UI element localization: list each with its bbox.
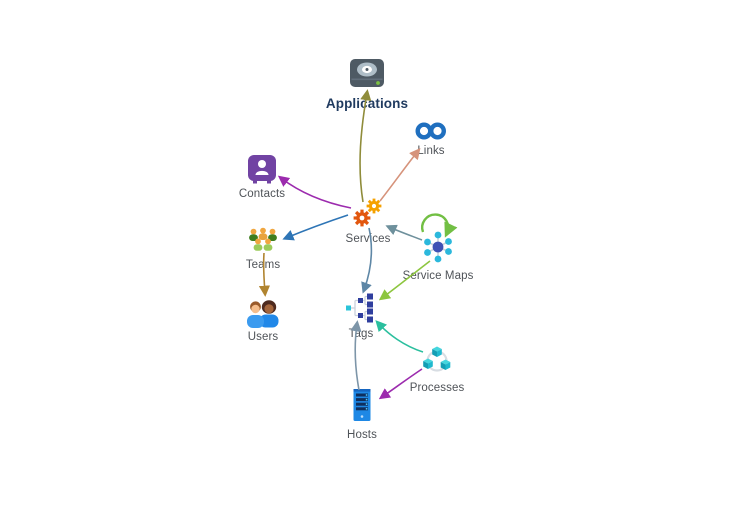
- node-processes[interactable]: Processes: [387, 343, 487, 395]
- node-label-teams: Teams: [245, 259, 281, 271]
- server-tower-icon: [353, 389, 371, 421]
- edge-services-to-links: [379, 147, 421, 202]
- cubes-icon: [423, 346, 451, 372]
- link-chain-icon: [415, 122, 447, 140]
- node-users[interactable]: Users: [213, 298, 313, 344]
- node-label-links: Links: [417, 145, 445, 157]
- node-label-service-maps: Service Maps: [402, 270, 474, 282]
- node-label-hosts: Hosts: [347, 429, 377, 441]
- node-teams[interactable]: Teams: [213, 226, 313, 272]
- node-label-tags: Tags: [348, 328, 374, 340]
- node-label-contacts: Contacts: [238, 188, 286, 200]
- node-links[interactable]: Links: [381, 120, 481, 158]
- node-label-processes: Processes: [409, 382, 465, 394]
- node-label-services: Services: [345, 233, 391, 245]
- users-pair-icon: [247, 300, 279, 328]
- cluster-icon: [424, 231, 452, 263]
- gears-icon: [353, 198, 382, 227]
- node-contacts[interactable]: Contacts: [212, 153, 312, 201]
- node-label-users: Users: [247, 331, 279, 343]
- node-label-applications: Applications: [325, 96, 409, 111]
- hard-drive-icon: [350, 59, 384, 87]
- people-group-icon: [249, 227, 277, 251]
- node-service-maps[interactable]: Service Maps: [388, 229, 488, 283]
- contact-badge-icon: [248, 155, 276, 184]
- node-tags[interactable]: Tags: [311, 291, 411, 341]
- node-applications[interactable]: Applications: [317, 54, 417, 112]
- node-hosts[interactable]: Hosts: [312, 386, 412, 442]
- tree-hierarchy-icon: [346, 293, 373, 323]
